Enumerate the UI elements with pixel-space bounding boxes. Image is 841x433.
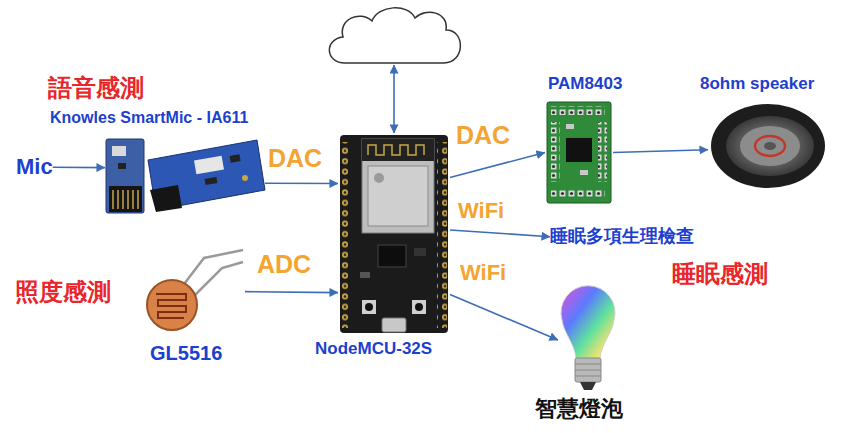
bulb-node: 智慧燈泡 [558,292,618,392]
interface-label: WiFi [458,198,504,224]
interface-label: DAC [456,120,510,150]
connector-arrow [53,166,105,168]
node-text: Mic [16,154,53,180]
mic-board [106,139,265,213]
bulb-illustration [561,286,615,390]
service-node: 睡眠多項生理檢查 [550,226,694,248]
component-label: NodeMCU-32S [315,339,432,359]
cloud-outline [323,3,465,65]
interface-label: WiFi [460,260,506,286]
photoresistor-illustration [147,250,243,330]
component-label: 智慧燈泡 [535,396,623,422]
cloud-shape [329,8,460,63]
interface-label: ADC [257,249,311,279]
category-label: 照度感測 [15,278,111,307]
connector-arrow [245,291,338,294]
amplifier-board [547,102,611,203]
mic-module-node: Knowles SmartMic - IA611 [105,138,265,216]
component-label: PAM8403 [548,74,622,94]
amplifier-node: PAM8403 [545,100,613,205]
component-label: Knowles SmartMic - IA611 [50,108,248,127]
input-label-node: Mic [16,154,53,180]
component-label: GL5516 [150,341,222,365]
connector-arrow [450,295,558,340]
category-label: 睡眠感測 [672,260,768,289]
light-sensor-node: GL5516 [145,245,245,333]
cloud-node [323,3,465,65]
controller-node: NodeMCU-32S [338,133,450,335]
connector-arrow [265,182,338,184]
speaker-node: 8ohm speaker [708,100,828,192]
connector-arrow [450,153,545,178]
connector-arrow [613,150,708,153]
interface-label: DAC [268,143,322,173]
nodemcu-board [340,135,448,333]
node-text: 睡眠多項生理檢查 [550,226,694,248]
connector-arrow [393,65,395,133]
connector-arrow [450,230,550,237]
category-label: 語音感測 [48,74,144,103]
speaker-illustration [711,104,825,188]
component-label: 8ohm speaker [700,74,814,94]
